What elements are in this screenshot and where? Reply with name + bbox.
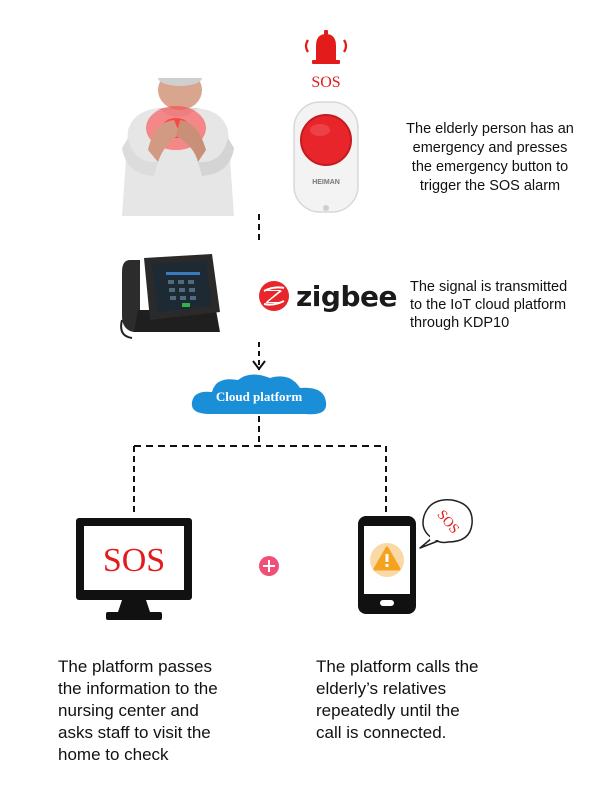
step2-line: The signal is transmitted: [410, 279, 568, 295]
sos-speech-bubble: SOS: [419, 499, 473, 549]
monitor-sos-text: SOS: [103, 542, 165, 579]
sos-alarm-label: SOS: [311, 74, 341, 91]
zigbee-logo-icon: [259, 281, 289, 311]
left-outcome-line: The platform passes: [58, 657, 213, 676]
relatives-phone-icon: [358, 516, 416, 614]
step1-line: trigger the SOS alarm: [419, 178, 561, 194]
left-outcome-line: home to check: [58, 745, 169, 764]
alarm-bell-icon: [304, 30, 348, 64]
kdp10-desk-phone-image: [120, 254, 220, 339]
device-brand-label: HEIMAN: [312, 179, 340, 186]
right-outcome-description: The platform calls the elderly’s relativ…: [316, 656, 536, 744]
step1-description: The elderly person has an emergency and …: [382, 120, 598, 196]
step2-description: The signal is transmitted to the IoT clo…: [410, 278, 610, 332]
elderly-person-image: [122, 78, 234, 216]
emergency-button-device: HEIMAN: [293, 101, 359, 213]
plus-icon: [259, 556, 279, 576]
step1-line: the emergency button to: [411, 159, 569, 175]
zigbee-logo: zigbee: [258, 276, 397, 316]
right-outcome-line: repeatedly until the: [316, 701, 460, 720]
cloud-platform-node: Cloud platform: [191, 374, 327, 415]
step1-line: The elderly person has an: [406, 121, 574, 137]
right-outcome-line: call is connected.: [316, 723, 447, 742]
right-outcome-line: elderly’s relatives: [316, 679, 447, 698]
right-outcome-line: The platform calls the: [316, 657, 479, 676]
left-outcome-line: nursing center and: [58, 701, 199, 720]
nursing-center-monitor-icon: SOS: [76, 518, 192, 620]
cloud-platform-label: Cloud platform: [216, 389, 302, 404]
left-outcome-line: asks staff to visit the: [58, 723, 211, 742]
step2-line: to the IoT cloud platform: [410, 297, 567, 313]
zigbee-logo-text: zigbee: [296, 279, 397, 313]
left-outcome-line: the information to the: [58, 679, 218, 698]
left-outcome-description: The platform passes the information to t…: [58, 656, 278, 766]
step2-line: through KDP10: [410, 315, 510, 331]
step1-line: emergency and presses: [412, 140, 568, 156]
